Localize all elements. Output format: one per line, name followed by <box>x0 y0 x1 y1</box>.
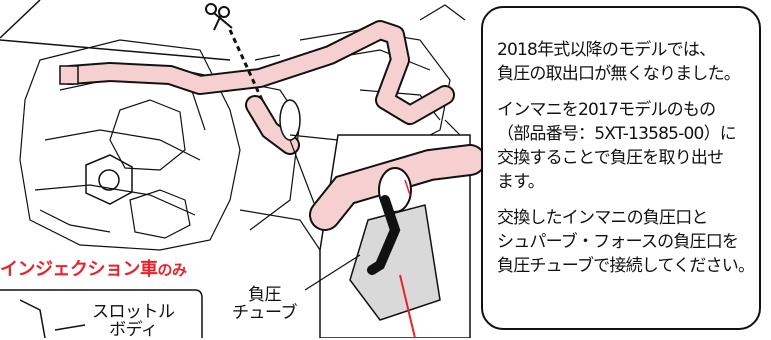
vacuum-tube-upper <box>59 20 455 125</box>
info-line: 負圧チューブで接続してください。 <box>497 256 755 276</box>
info-line: インマニを2017モデルのもの <box>497 100 716 120</box>
zoom-line-1 <box>289 134 339 141</box>
info-paragraph-2: インマニを2017モデルのもの （部品番号：5XT-13585-00）に 交換す… <box>497 98 749 194</box>
injection-vehicle-text: インジェクション車 <box>0 259 158 280</box>
throttle-inset <box>0 289 203 338</box>
callout-line: 負圧 <box>247 285 282 305</box>
bolt-icon <box>85 154 133 205</box>
callout-line: スロットル <box>92 302 175 322</box>
info-paragraph-3: 交換したインマニの負圧口と シュパーブ・フォースの負圧口を 負圧チューブで接続し… <box>497 206 755 278</box>
zoom-detail-panel <box>309 134 486 338</box>
vacuum-tube-lower <box>245 95 301 155</box>
info-line: 交換することで負圧を取り出せ <box>497 148 724 168</box>
info-box: 2018年式以降のモデルでは、 負圧の取出口が無くなりました。 インマニを201… <box>481 6 761 330</box>
info-line: 負圧の取出口が無くなりました。 <box>497 64 741 84</box>
scissors-icon <box>205 3 233 31</box>
info-line: 2018年式以降のモデルでは、 <box>497 40 716 60</box>
leader-line-top-2 <box>0 39 231 61</box>
info-paragraph-1: 2018年式以降のモデルでは、 負圧の取出口が無くなりました。 <box>497 38 749 86</box>
vacuum-tube-callout: 負圧 チューブ <box>232 286 297 322</box>
info-line: 交換したインマニの負圧口と <box>497 208 708 228</box>
callout-line: ボディ <box>109 320 158 340</box>
tube-leader-line <box>304 254 361 291</box>
throttle-body-callout: スロットル ボディ <box>92 303 175 339</box>
injection-vehicle-suffix: のみ <box>157 261 188 279</box>
cut-line <box>228 29 264 101</box>
info-line: シュパーブ・フォースの負圧口を <box>497 232 739 252</box>
leader-line-top <box>0 0 41 39</box>
info-line: （部品番号：5XT-13585-00）に <box>497 124 737 144</box>
callout-line: チューブ <box>232 303 297 323</box>
info-line: ます。 <box>497 172 545 192</box>
injection-vehicle-label: インジェクション車のみ <box>0 255 187 281</box>
